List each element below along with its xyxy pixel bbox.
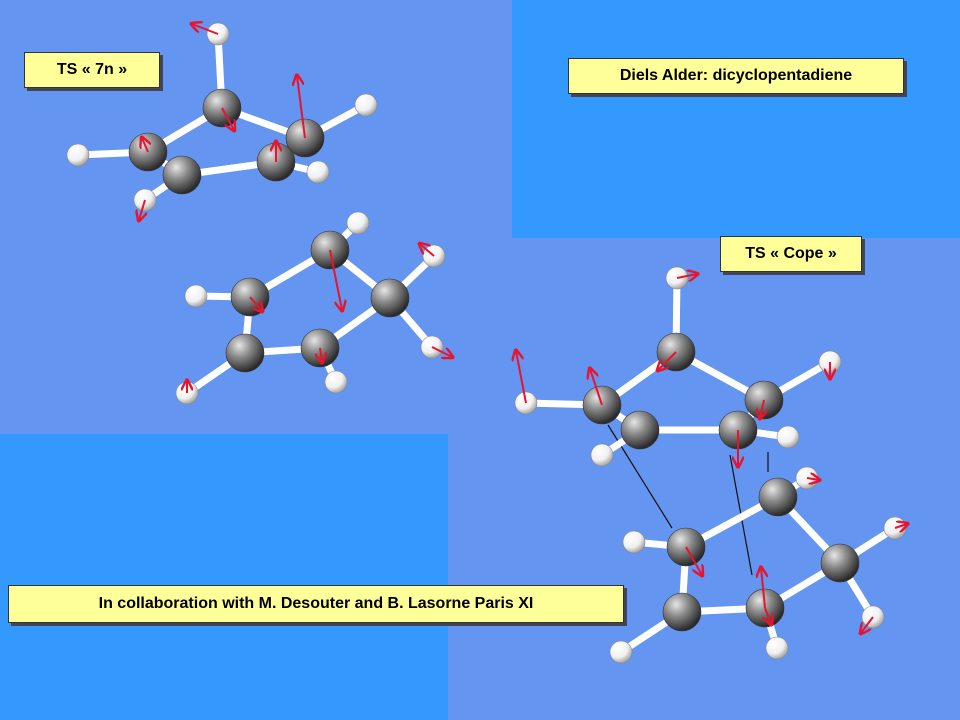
displacement-vector [297,76,306,139]
ts-7n-label: TS « 7n » [24,52,160,88]
bottom-left-panel [0,434,448,720]
displacement-vector [142,138,148,153]
displacement-vector [221,107,234,130]
hydrogen-atom [776,425,800,449]
displacement-vector [765,607,771,624]
displacement-vector [516,351,527,404]
displacement-vector [139,199,145,220]
carbon-atom [370,278,410,318]
ts-cope-label: TS « Cope » [720,236,862,272]
displacement-vector [431,346,452,357]
hydrogen-atom [622,530,646,554]
carbon-atom [225,333,265,373]
carbon-atom [620,410,660,450]
displacement-vector [761,568,765,609]
top-right-panel [512,0,960,238]
displacement-vector [685,546,702,575]
displacement-vector [249,296,262,311]
displacement-vector [192,24,219,35]
hydrogen-atom [306,160,330,184]
hydrogen-atom [354,93,378,117]
displacement-vector [590,369,603,406]
displacement-vector [676,274,697,278]
displacement-vector [658,351,677,370]
carbon-atom [758,477,798,517]
hydrogen-atom [184,284,208,308]
hydrogen-atom [66,143,90,167]
hydrogen-atom [324,370,348,394]
hydrogen-atom [590,443,614,467]
diels-alder-label: Diels Alder: dicyclopentadiene [568,58,904,94]
hydrogen-atom [609,640,633,664]
displacement-vector [760,399,764,418]
carbon-atom [162,155,202,195]
displacement-vector [894,524,907,528]
displacement-vector [806,478,819,480]
displacement-vector [861,616,874,633]
carbon-atom [820,543,860,583]
carbon-atom [662,592,702,632]
displacement-vector [420,244,435,257]
hydrogen-atom [346,211,370,235]
displacement-vector [320,347,322,362]
collaboration-label: In collaboration with M. Desouter and B.… [8,585,624,623]
hydrogen-atom [765,636,789,660]
displacement-vector [329,249,342,310]
